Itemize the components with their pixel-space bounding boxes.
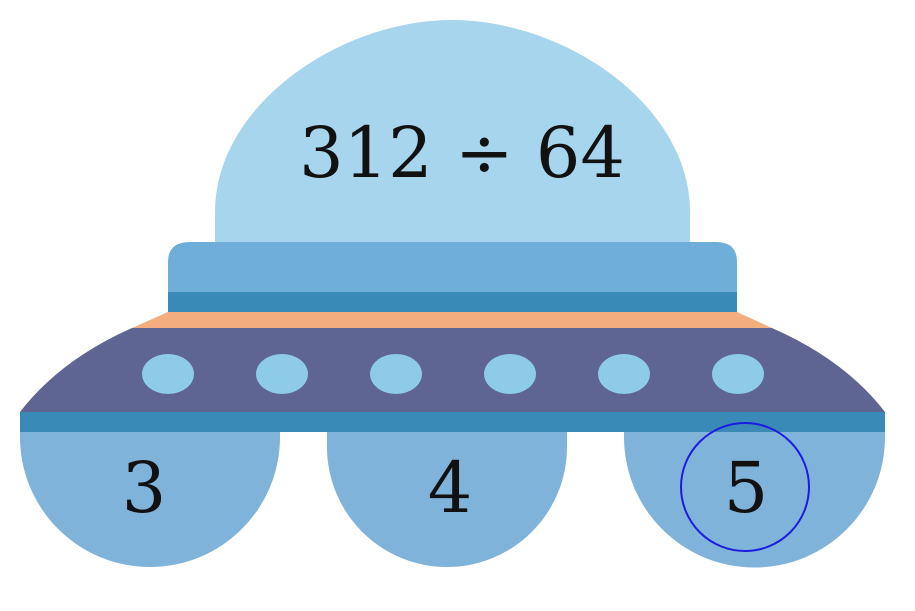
answer-pod[interactable]	[20, 432, 280, 567]
porthole	[142, 354, 194, 394]
selected-answer-ring	[680, 422, 810, 552]
answer-pod[interactable]	[327, 432, 567, 567]
answer-label: 5	[724, 447, 769, 529]
dome-question-panel	[215, 20, 690, 242]
question-expression: 312 ÷ 64	[299, 112, 625, 194]
answer-option-1[interactable]: 3	[20, 432, 280, 567]
porthole	[598, 354, 650, 394]
upper-hull-stripe	[168, 292, 737, 312]
bottom-rim-stripe	[20, 412, 885, 432]
answer-label: 3	[122, 447, 167, 529]
porthole	[370, 354, 422, 394]
answer-option-2[interactable]: 4	[327, 432, 567, 567]
answer-label: 4	[428, 447, 473, 529]
orange-band	[132, 312, 772, 328]
porthole-row	[142, 354, 764, 394]
answer-option-3[interactable]: 5	[624, 422, 885, 568]
saucer-body	[20, 328, 885, 412]
porthole	[484, 354, 536, 394]
answer-pod[interactable]	[624, 432, 885, 568]
porthole	[712, 354, 764, 394]
porthole	[256, 354, 308, 394]
